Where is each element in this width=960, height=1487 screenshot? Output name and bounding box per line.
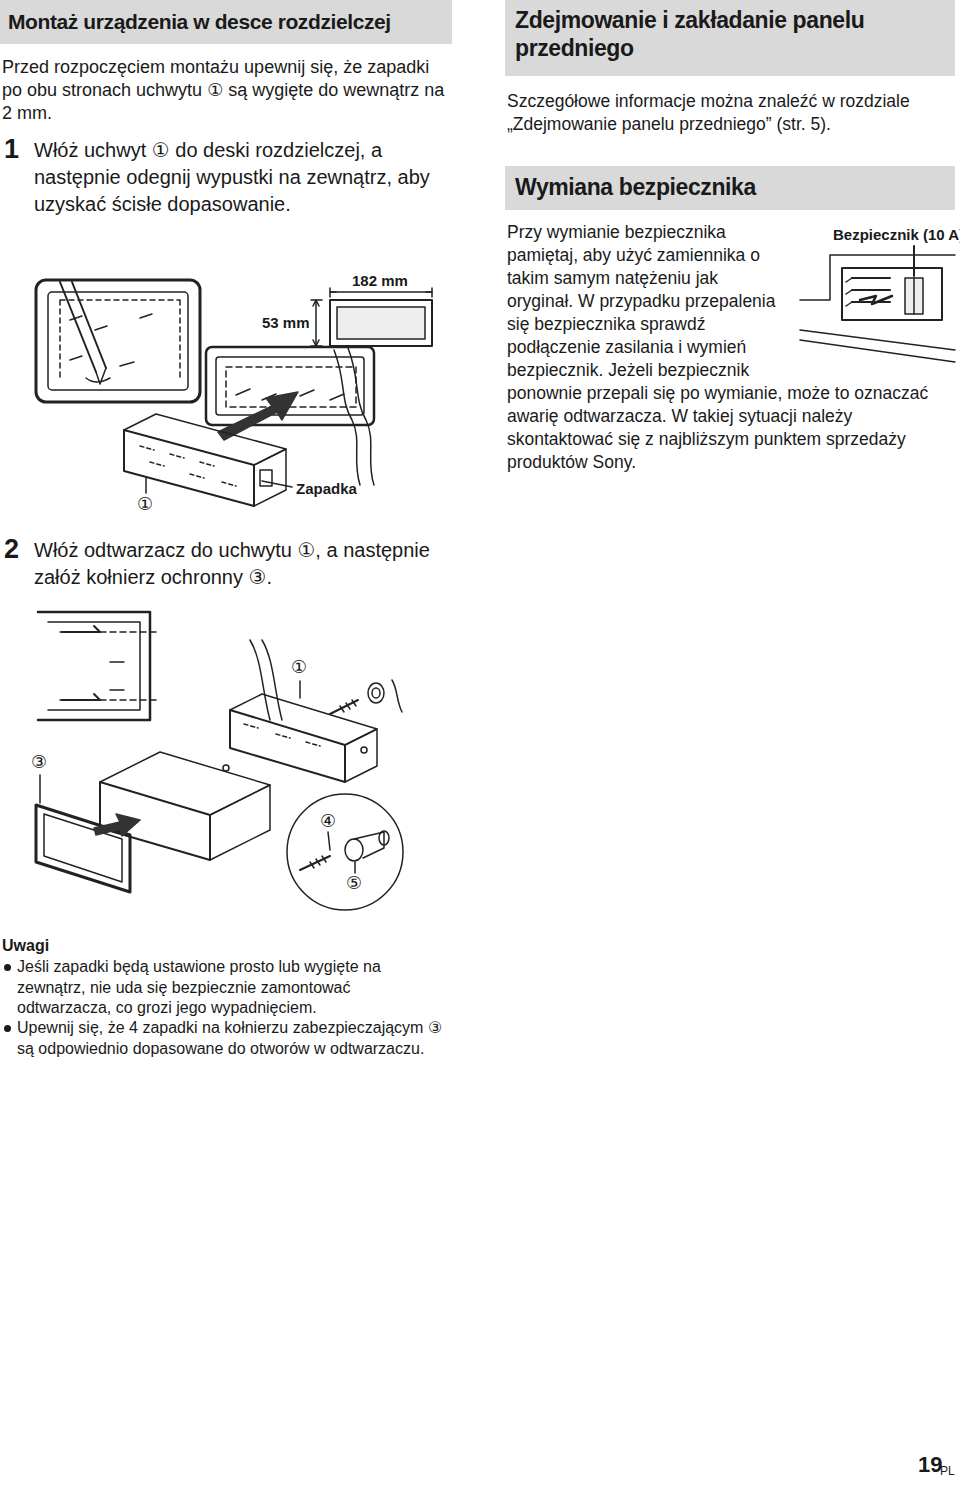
page-suffix: PL (940, 1464, 955, 1478)
dimension: 182 mm (352, 272, 408, 290)
dimension: 53 mm (262, 314, 310, 332)
step-number: 2 (4, 534, 19, 564)
wrap-box: Przy wymianie bezpiecznika pamiętaj, aby… (507, 221, 957, 474)
heading-text: Montaż urządzenia w desce rozdzielczej (8, 9, 444, 34)
step-text: Włóż odtwarzacz do uchwytu ①, a następni… (34, 537, 454, 591)
callout-number: ① (137, 494, 153, 514)
step-text: Włóż uchwyt ① do deski rozdzielczej, a n… (34, 137, 454, 218)
note-text: Jeśli zapadki będą ustawione prosto lub … (17, 957, 447, 1019)
note-text: Upewnij się, że 4 zapadki na kołnierzu z… (17, 1018, 447, 1059)
notes-heading: Uwagi (2, 936, 49, 956)
dashboard-mount-drawing (36, 280, 432, 506)
intro-text: Przed rozpoczęciem montażu upewnij się, … (2, 56, 452, 125)
part-name: Bezpiecznik (10 A) (833, 226, 960, 244)
page-number: 19 (918, 1452, 942, 1478)
body-text: Szczegółowe informacje można znaleźć w r… (507, 90, 959, 136)
part-name: Zapadka (296, 480, 357, 498)
section-heading: Zdejmowanie i zakładanie panelu przednie… (505, 0, 955, 76)
fuse-drawing (800, 246, 955, 362)
bullet-dot (4, 964, 11, 971)
bullet-dot (4, 1025, 11, 1032)
heading-text: Wymiana bezpiecznika (515, 174, 945, 202)
section-heading: Montaż urządzenia w desce rozdzielczej (0, 0, 452, 44)
body-text: Przy wymianie bezpiecznika pamiętaj, aby… (507, 221, 957, 474)
callout-number: ④ (320, 811, 336, 831)
callout-number: ⑤ (346, 873, 362, 893)
section-heading: Wymiana bezpiecznika (505, 166, 955, 210)
heading-text: Zdejmowanie i zakładanie panelu przednie… (515, 7, 945, 62)
callout-number: ① (291, 657, 307, 677)
step-number: 1 (4, 134, 19, 164)
player-install-drawing (36, 612, 403, 910)
figure-spacer (782, 221, 957, 373)
callout-number: ③ (31, 752, 47, 772)
